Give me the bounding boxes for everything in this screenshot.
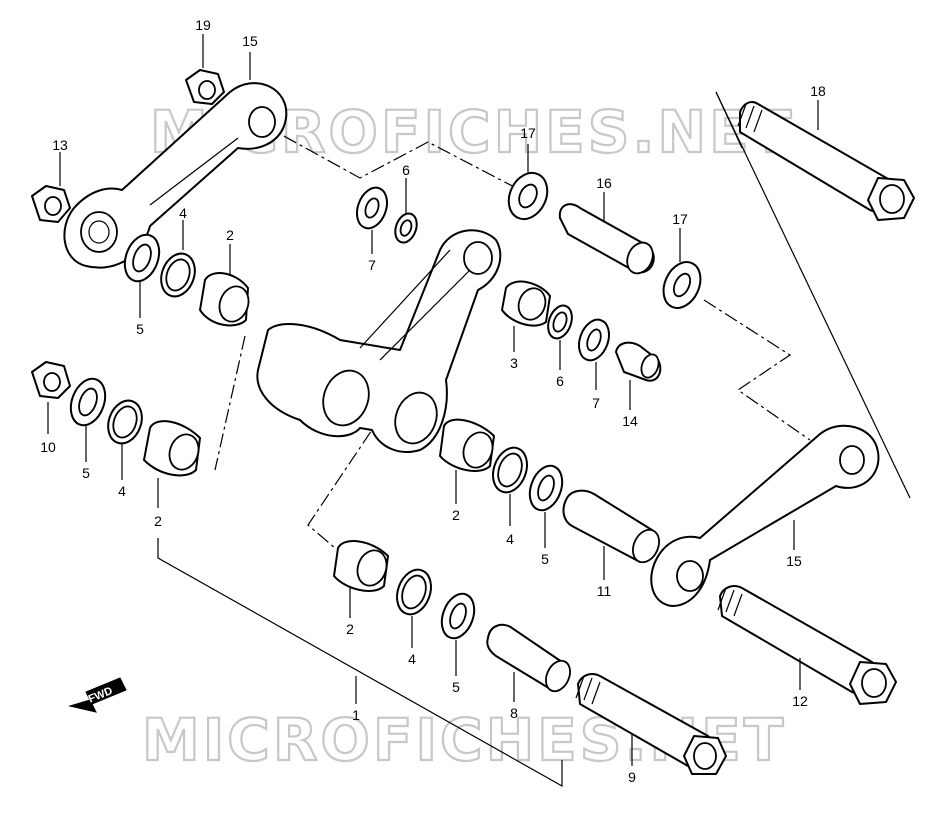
bracket-lines [715, 91, 911, 499]
callout-8: 8 [510, 705, 518, 721]
part-4-ring-b [107, 399, 143, 445]
part-4-ring-a [160, 252, 196, 298]
part-5-washer-a [123, 233, 161, 283]
part-13-nut [31, 185, 71, 223]
callout-11: 11 [597, 583, 612, 599]
part-17-washer-right [662, 261, 702, 309]
callout-1: 1 [352, 707, 360, 723]
callout-5-middle: 5 [541, 551, 549, 567]
callout-12: 12 [792, 693, 808, 709]
part-2-bearing-c [439, 418, 495, 472]
part-2-bearing-a [199, 272, 250, 327]
part-2-bearing-d [333, 540, 389, 592]
callout-6-upper: 6 [402, 162, 410, 178]
callout-19: 19 [195, 17, 211, 33]
callout-17-right: 17 [672, 211, 688, 227]
part-4-ring-d [396, 568, 432, 616]
callout-5-left: 5 [82, 465, 90, 481]
part-1-cushion-lever [256, 229, 502, 453]
callout-2-left: 2 [154, 513, 162, 529]
part-12-bolt [717, 585, 897, 705]
callout-14: 14 [622, 413, 638, 429]
callout-15-upper: 15 [242, 33, 258, 49]
callout-2-upper: 2 [226, 227, 234, 243]
callout-5-lower: 5 [452, 679, 460, 695]
callout-18: 18 [810, 83, 826, 99]
callout-9: 9 [628, 769, 636, 785]
callout-7-upper: 7 [368, 257, 376, 273]
part-16-collar [558, 203, 655, 275]
callout-5-upper: 5 [136, 321, 144, 337]
callout-15-lower: 15 [786, 553, 802, 569]
callout-6-middle: 6 [556, 373, 564, 389]
callout-2-lower: 2 [346, 621, 354, 637]
part-19-nut [185, 69, 225, 105]
callout-16: 16 [596, 175, 612, 191]
fwd-label: FWD [87, 685, 115, 706]
part-6-seal-middle [547, 304, 573, 340]
part-1-bracket [157, 538, 563, 788]
part-7-washer-upper [356, 186, 388, 230]
part-6-seal-upper [394, 212, 418, 244]
part-7-washer-middle [578, 318, 610, 362]
part-14-collar [615, 341, 662, 382]
callouts: 19 15 13 17 6 7 16 4 2 17 18 5 3 6 7 14 … [40, 17, 826, 785]
part-3-bearing [501, 280, 551, 327]
part-5-washer-c [528, 464, 564, 512]
part-11-collar [562, 489, 660, 564]
callout-4-lower: 4 [408, 651, 416, 667]
part-15-tie-rod-lower [650, 424, 880, 607]
part-5-washer-b [69, 377, 107, 427]
callout-13: 13 [52, 137, 68, 153]
part-9-bolt [575, 673, 727, 775]
leader-lines [47, 34, 819, 766]
callout-17-upper: 17 [520, 125, 536, 141]
callout-4-middle: 4 [506, 531, 514, 547]
callout-7-middle: 7 [592, 395, 600, 411]
part-5-washer-d [440, 592, 476, 640]
part-2-bearing-b [143, 420, 201, 477]
part-18-bolt [737, 101, 915, 221]
callout-4-left: 4 [118, 483, 126, 499]
callout-3: 3 [510, 355, 518, 371]
fwd-arrow-icon: FWD [68, 677, 127, 713]
callout-4-upper: 4 [179, 205, 187, 221]
callout-10: 10 [40, 439, 56, 455]
part-4-ring-c [492, 446, 528, 494]
part-17-washer-upper [507, 171, 549, 221]
callout-2-middle: 2 [452, 507, 460, 523]
part-10-nut [31, 361, 71, 399]
part-8-collar [486, 623, 571, 693]
